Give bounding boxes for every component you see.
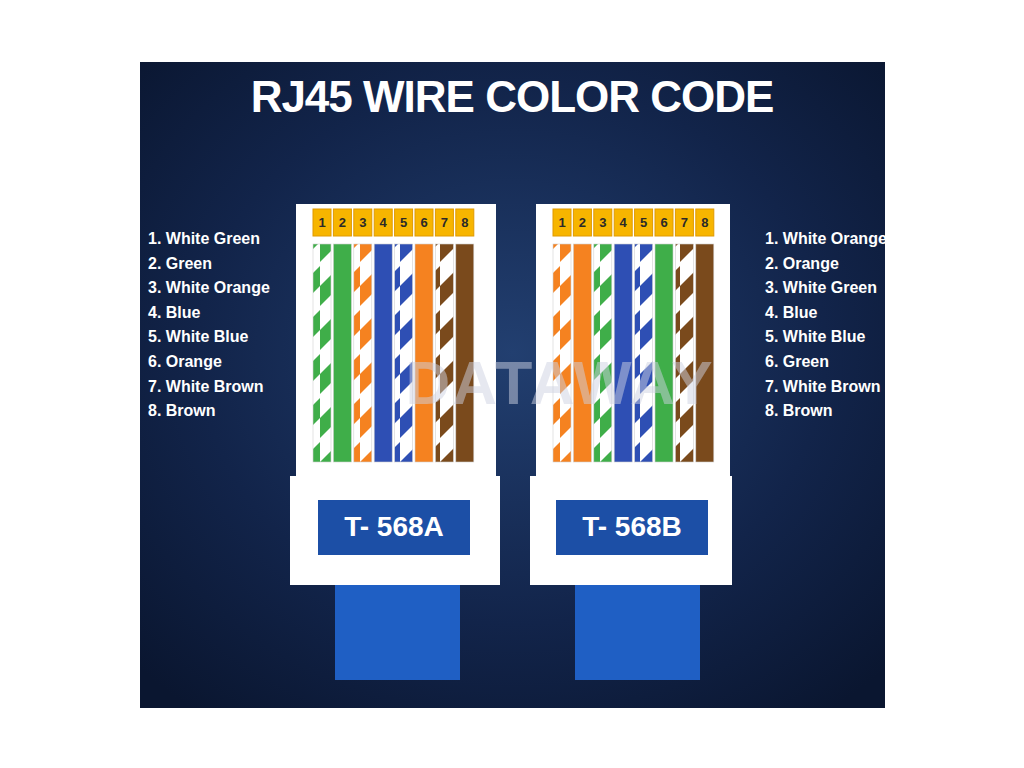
wire [374, 244, 392, 462]
wire-order-item: 7. White Brown [148, 377, 264, 397]
pin-contact [435, 209, 453, 236]
wire [333, 244, 351, 462]
pin-contact [614, 209, 632, 236]
wire-order-item: 3. White Orange [148, 278, 270, 298]
pin-number: 2 [579, 215, 586, 231]
pin-contact [553, 209, 571, 236]
standard-label-box: T- 568B [556, 500, 708, 555]
cable [575, 583, 700, 680]
pin-contact [313, 209, 331, 236]
plug-body [536, 204, 730, 476]
pin-contact [354, 209, 372, 236]
wire-order-item: 7. White Brown [765, 377, 881, 397]
pin-contact [696, 209, 714, 236]
wire-order-item: 1. White Orange [765, 229, 887, 249]
pin-number: 6 [660, 215, 667, 231]
pin-number: 6 [420, 215, 427, 231]
pin-number: 8 [461, 215, 468, 231]
wire [354, 244, 372, 462]
pin-contact [573, 209, 591, 236]
standard-name: T- 568B [582, 511, 682, 543]
standard-label-box: T- 568A [318, 500, 470, 555]
pin-number: 3 [359, 215, 366, 231]
pin-contact [655, 209, 673, 236]
wire-order-item: 5. White Blue [148, 327, 248, 347]
pin-number: 1 [558, 215, 565, 231]
pin-contact [635, 209, 653, 236]
wire-order-item: 6. Green [765, 352, 829, 372]
pin-contact [594, 209, 612, 236]
wire-order-item: 5. White Blue [765, 327, 865, 347]
pin-contact [675, 209, 693, 236]
cable [335, 583, 460, 680]
plug-body [296, 204, 496, 476]
wire-order-item: 2. Orange [765, 254, 839, 274]
pin-contact [333, 209, 351, 236]
watermark: DATAWAY [405, 347, 714, 418]
dark-panel [140, 62, 885, 708]
plug-neck [530, 476, 732, 585]
pin-number: 2 [339, 215, 346, 231]
standard-name: T- 568A [344, 511, 444, 543]
title: RJ45 WIRE COLOR CODE [251, 72, 774, 122]
wire-order-item: 6. Orange [148, 352, 222, 372]
plug-neck [290, 476, 500, 585]
pin-number: 7 [681, 215, 688, 231]
pin-number: 1 [318, 215, 325, 231]
pin-contact [415, 209, 433, 236]
pin-number: 7 [441, 215, 448, 231]
wire-order-item: 4. Blue [148, 303, 200, 323]
wire-order-item: 1. White Green [148, 229, 260, 249]
wire [313, 244, 331, 462]
pin-number: 5 [640, 215, 647, 231]
pin-number: 8 [701, 215, 708, 231]
pin-contact [395, 209, 413, 236]
wire-order-item: 3. White Green [765, 278, 877, 298]
wire-order-item: 4. Blue [765, 303, 817, 323]
pin-contact [456, 209, 474, 236]
wire-order-item: 2. Green [148, 254, 212, 274]
wire-order-item: 8. Brown [765, 401, 833, 421]
pin-number: 4 [620, 215, 627, 231]
pin-number: 5 [400, 215, 407, 231]
pin-number: 3 [599, 215, 606, 231]
wire-order-item: 8. Brown [148, 401, 216, 421]
pin-number: 4 [380, 215, 387, 231]
pin-contact [374, 209, 392, 236]
